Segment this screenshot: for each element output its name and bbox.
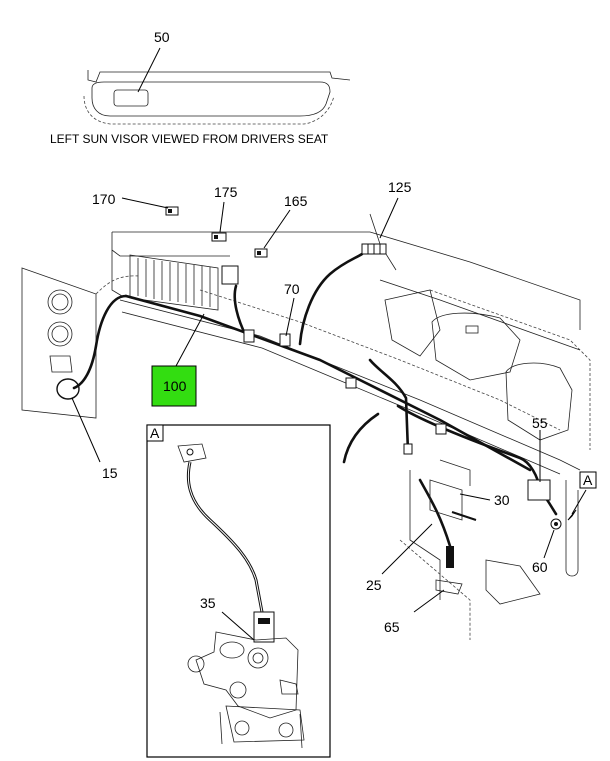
- detail-a-box: [146, 424, 331, 758]
- sun-visor-caption: LEFT SUN VISOR VIEWED FROM DRIVERS SEAT: [50, 132, 329, 146]
- leader-15: [71, 397, 101, 463]
- callout-165: 165: [284, 193, 308, 209]
- callout-30: 30: [494, 492, 510, 508]
- leader-35: [221, 611, 255, 641]
- callout-50: 50: [154, 29, 170, 45]
- leader-165: [263, 209, 291, 249]
- callout-125: 125: [388, 179, 412, 195]
- leader-175: [219, 201, 225, 233]
- clamp-65: [435, 546, 541, 605]
- callout-35: 35: [200, 595, 216, 611]
- callout-100: 100: [163, 378, 187, 394]
- connector-170: [165, 206, 179, 216]
- sun-visor: [83, 70, 351, 125]
- callout-15: 15: [102, 465, 118, 481]
- callout-65: 65: [384, 619, 400, 635]
- callout-175: 175: [214, 184, 238, 200]
- highlight-100: [151, 365, 197, 407]
- connector-125: [361, 213, 397, 271]
- connector-165: [254, 248, 268, 258]
- view-arrow-a: [567, 471, 597, 521]
- detail-a-label: A: [150, 425, 160, 441]
- leader-100: [175, 313, 205, 367]
- callout-55: 55: [532, 415, 548, 431]
- grommet-60: [550, 518, 562, 530]
- detail-valve-assembly: [177, 443, 305, 749]
- callout-70: 70: [284, 281, 300, 297]
- leader-65: [413, 589, 445, 613]
- dashboard-outline: [111, 231, 591, 640]
- wiring-harness: [72, 252, 558, 548]
- view-arrow-label: A: [583, 472, 593, 488]
- callout-25: 25: [366, 577, 382, 593]
- leader-70: [285, 297, 295, 337]
- callout-60: 60: [532, 559, 548, 575]
- leader-125: [379, 197, 399, 239]
- left-instrument-panel: [21, 267, 141, 419]
- bracket-30: [429, 459, 477, 521]
- connector-175: [211, 232, 227, 242]
- leader-30: [459, 493, 491, 501]
- callout-170: 170: [92, 191, 116, 207]
- leader-50: [137, 47, 161, 93]
- leader-170: [121, 197, 169, 209]
- leader-25: [381, 523, 433, 575]
- harness-clips: [221, 265, 551, 501]
- leader-60: [543, 529, 555, 559]
